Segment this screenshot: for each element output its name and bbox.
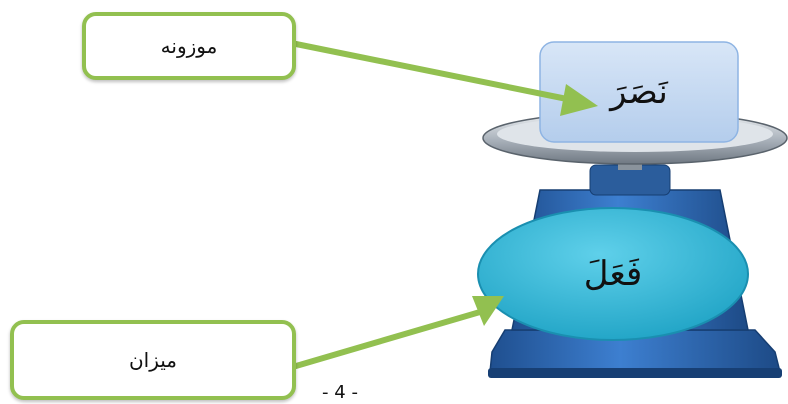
callout-box-mawzuna: موزونه xyxy=(82,12,296,80)
upper-word: نَصَرَ xyxy=(540,42,738,142)
page-number: - 4 - xyxy=(310,382,370,404)
arrow-bottom xyxy=(296,312,480,366)
lower-word: فَعَلَ xyxy=(478,208,748,340)
scale-base-foot xyxy=(488,368,782,378)
callout-label-mawzuna: موزونه xyxy=(161,34,218,58)
arrow-top xyxy=(296,44,572,100)
callout-box-mizan: میزان xyxy=(10,320,296,400)
callout-label-mizan: میزان xyxy=(129,348,177,372)
